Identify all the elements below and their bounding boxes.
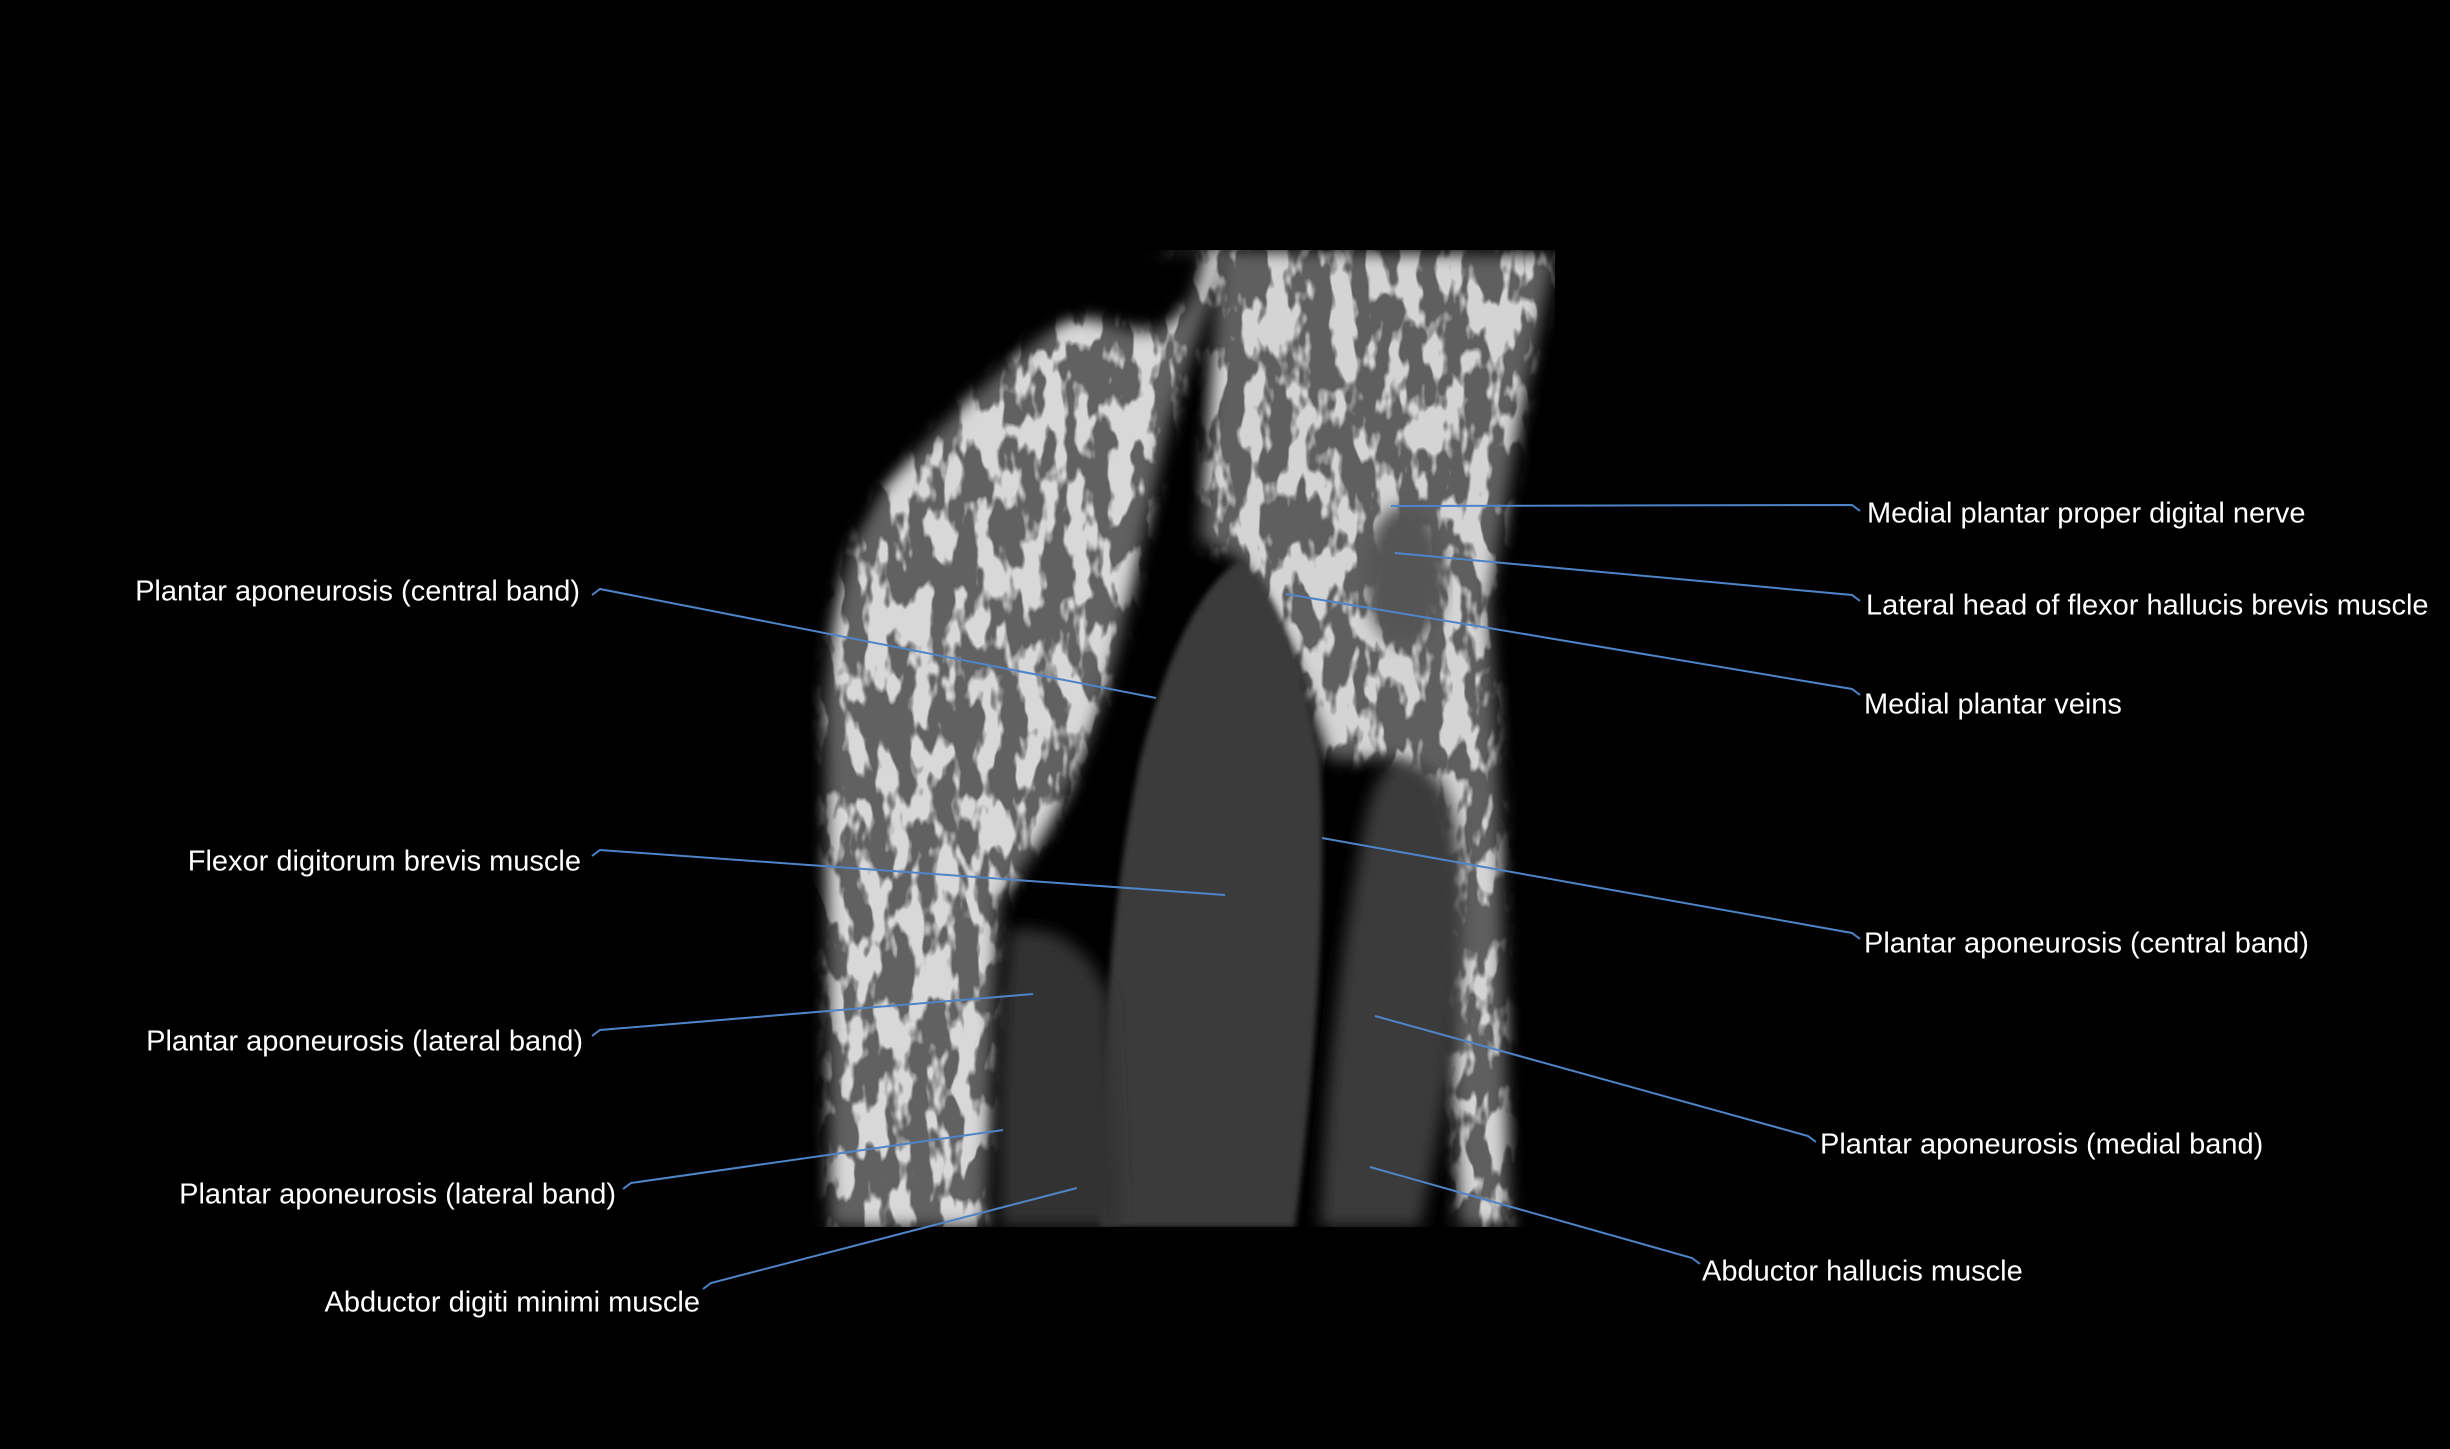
abductor-digiti-minimi [998, 928, 1120, 1227]
leader-line [1394, 552, 1861, 602]
leader-line [1369, 1166, 1701, 1265]
leader-line [702, 1187, 1078, 1290]
leader-line [1374, 1015, 1817, 1143]
leader-line [591, 993, 1034, 1037]
annotation-label: Plantar aponeurosis (lateral band) [146, 1025, 583, 1058]
leader-line [622, 1129, 1004, 1190]
annotation-label: Abductor digiti minimi muscle [324, 1286, 700, 1319]
leader-line [591, 587, 1157, 699]
annotation-label: Plantar aponeurosis (medial band) [1820, 1128, 2264, 1161]
leader-lines [591, 503, 1861, 1290]
leader-line [1390, 503, 1861, 512]
annotation-label: Lateral head of flexor hallucis brevis m… [1866, 589, 2429, 622]
annotation-label: Plantar aponeurosis (central band) [135, 575, 580, 608]
annotation-label: Plantar aponeurosis (lateral band) [179, 1178, 616, 1211]
leader-line [1321, 837, 1861, 940]
leader-line [1285, 593, 1861, 696]
flexor-hallucis-brevis [1365, 505, 1445, 645]
annotation-label: Medial plantar proper digital nerve [1867, 497, 2306, 530]
annotation-label: Flexor digitorum brevis muscle [187, 845, 581, 878]
annotation-label: Medial plantar veins [1864, 688, 2122, 721]
abductor-hallucis [1320, 760, 1462, 1227]
annotation-label: Abductor hallucis muscle [1702, 1255, 2023, 1288]
annotation-label: Plantar aponeurosis (central band) [1864, 927, 2309, 960]
leader-line [591, 848, 1226, 896]
